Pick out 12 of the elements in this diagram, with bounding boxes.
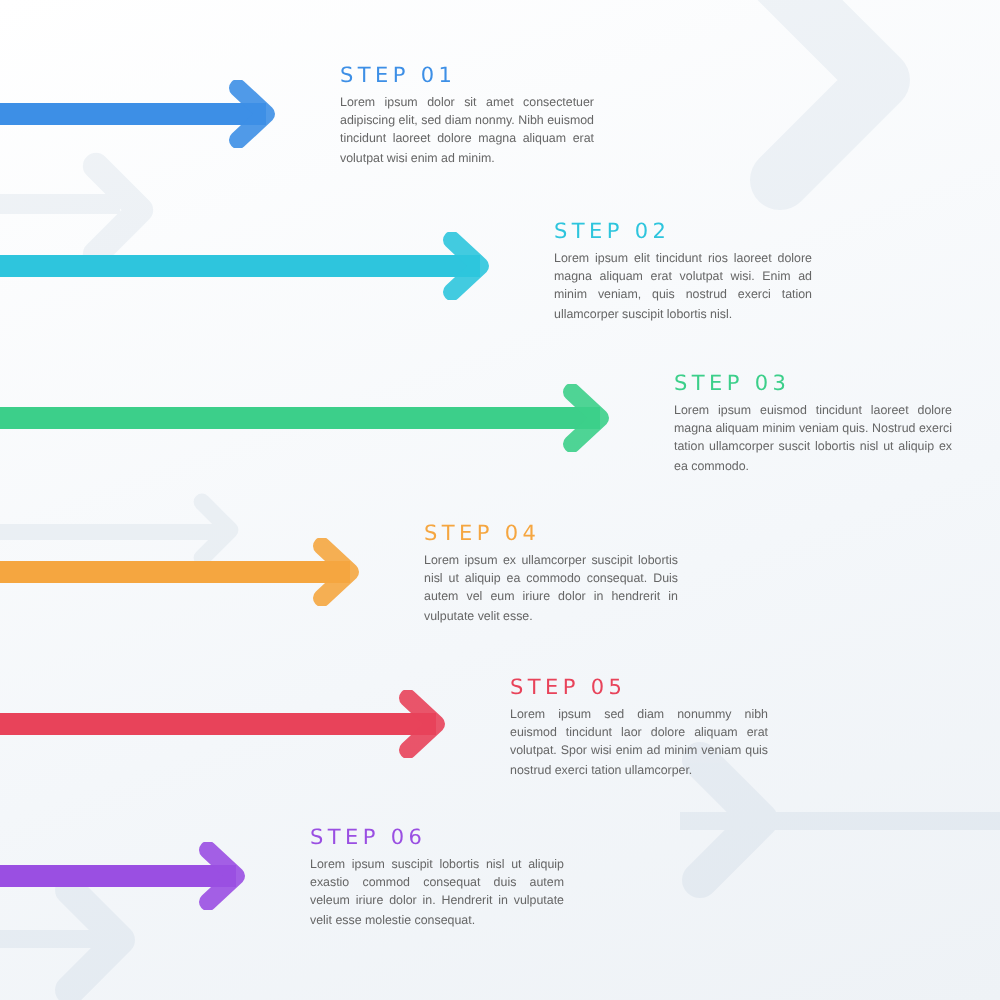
step-heading: STEP 04 — [424, 522, 543, 546]
arrow — [0, 79, 275, 149]
arrow — [0, 689, 445, 759]
arrow — [0, 231, 489, 301]
arrow — [0, 841, 245, 911]
arrow — [0, 537, 359, 607]
step-heading: STEP 01 — [340, 64, 459, 88]
step-heading: STEP 05 — [510, 676, 629, 700]
step-heading: STEP 03 — [674, 372, 793, 396]
step-heading: STEP 02 — [554, 220, 673, 244]
arrow — [0, 383, 609, 453]
step-heading: STEP 06 — [310, 826, 429, 850]
